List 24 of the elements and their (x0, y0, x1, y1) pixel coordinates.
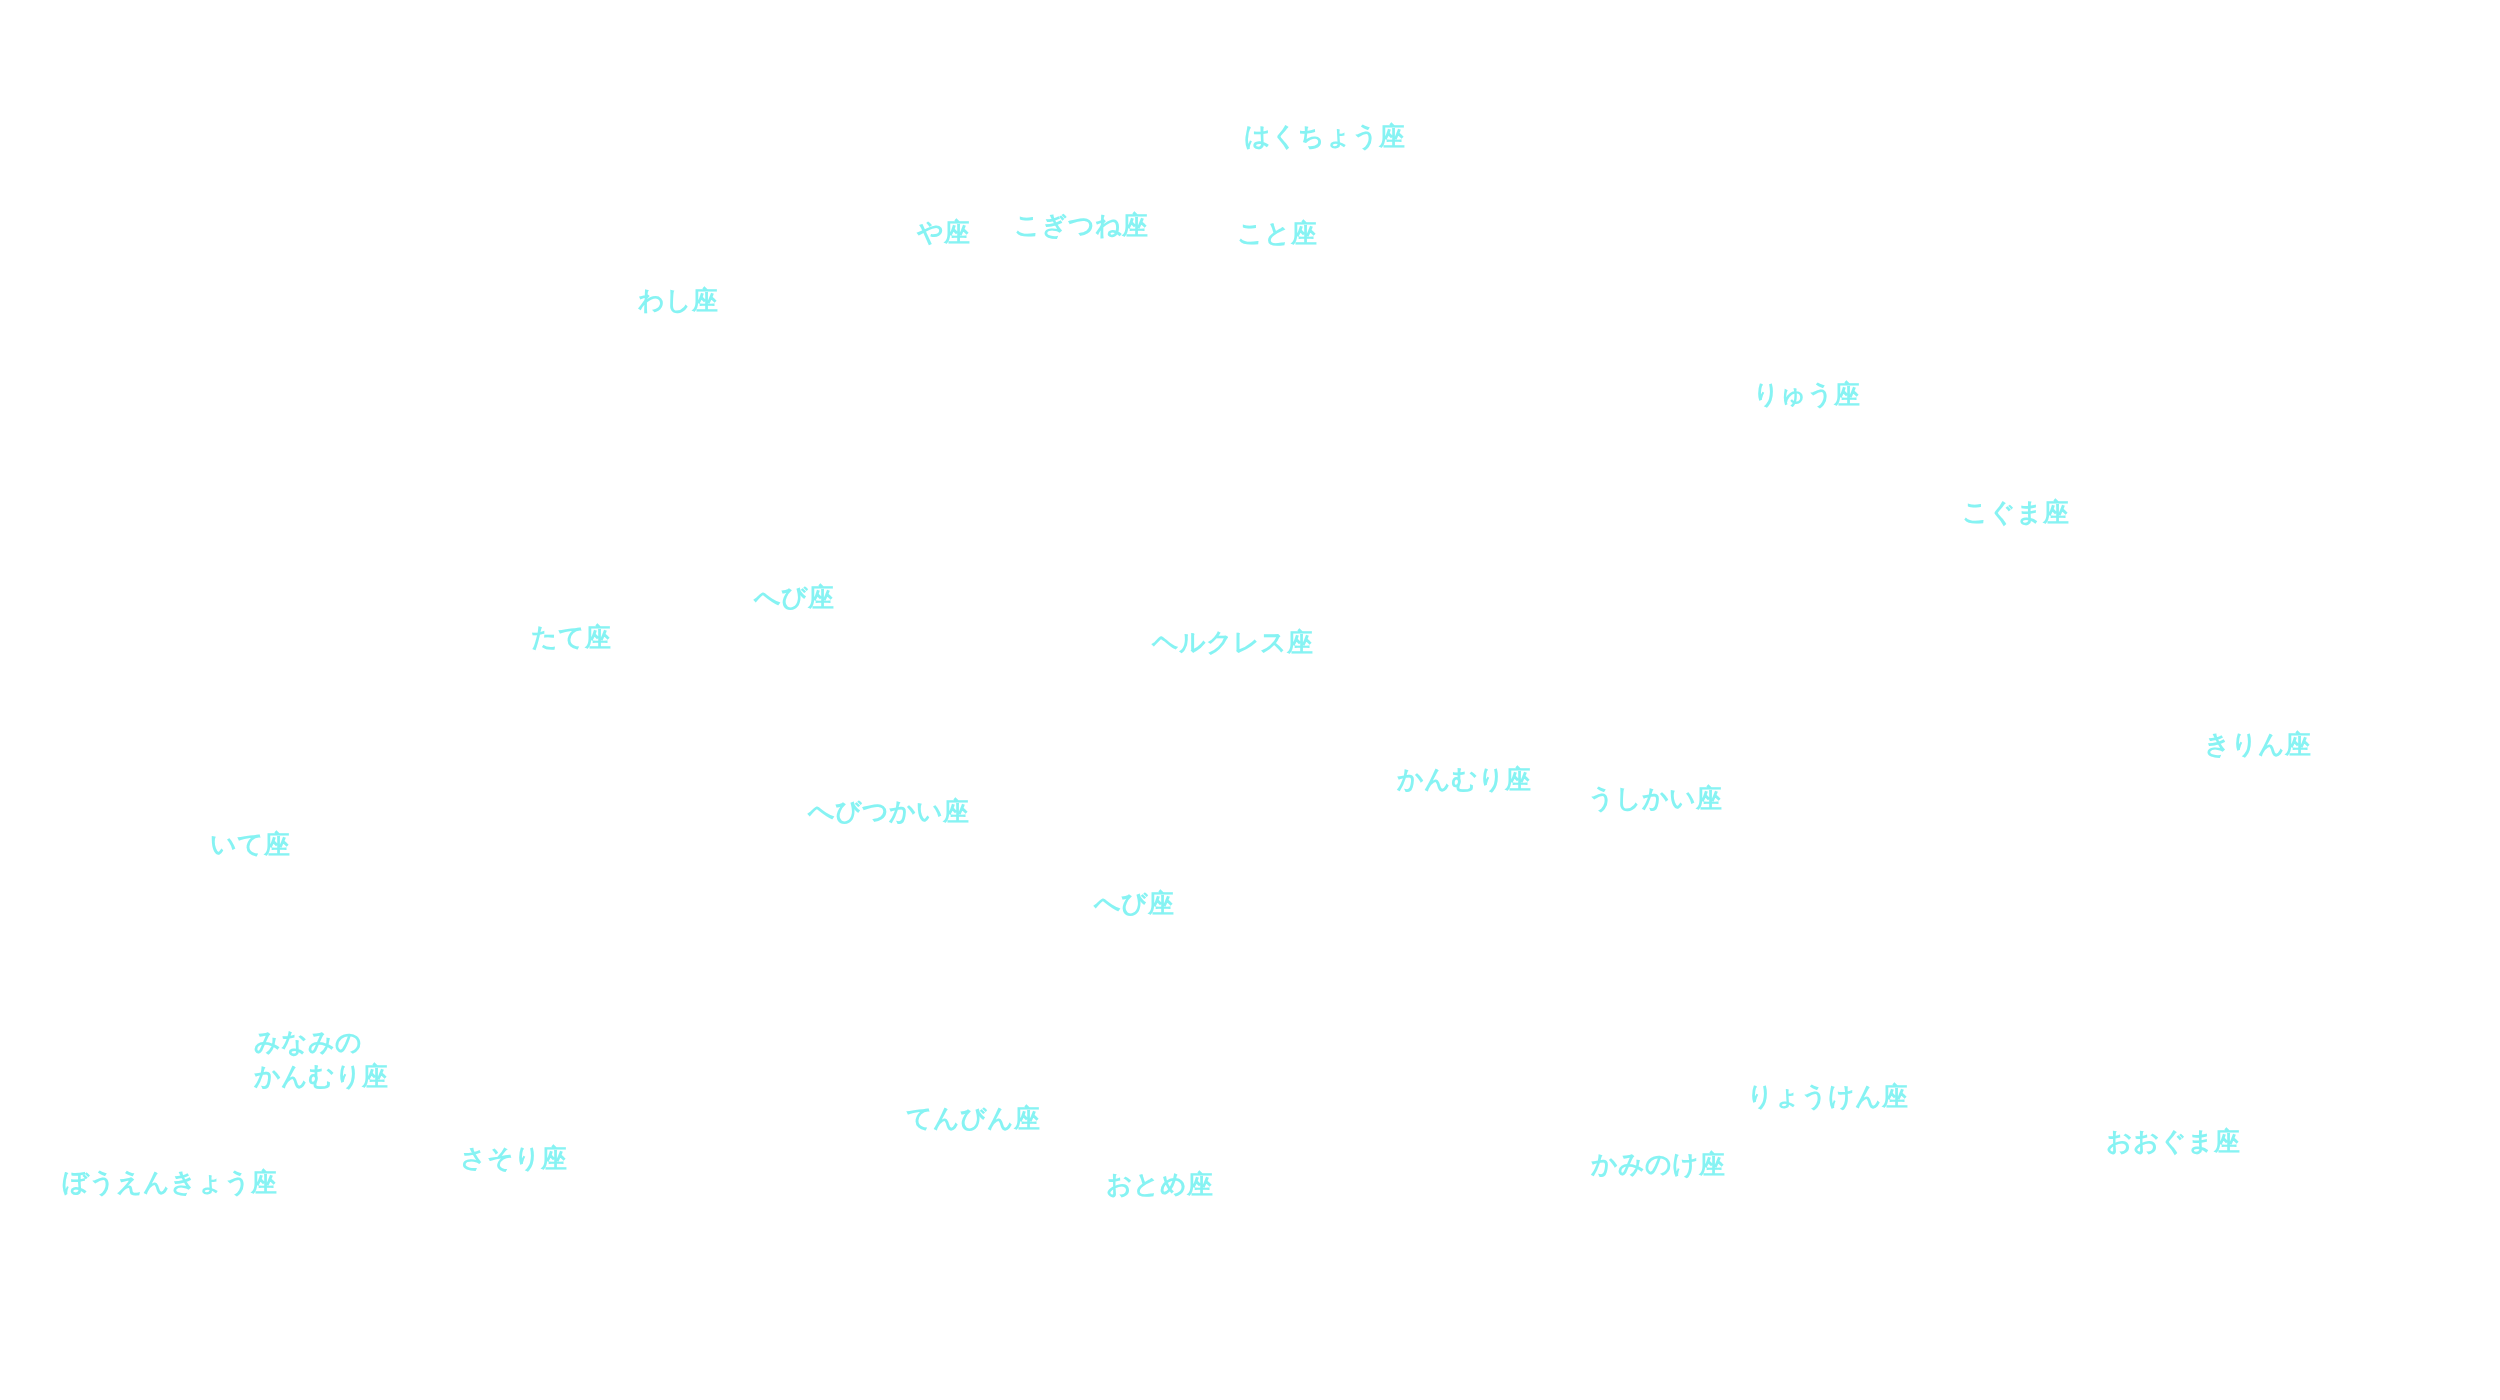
constellation-label: みなみのかんむり座 (253, 1026, 388, 1094)
constellation-label: おおぐま座 (2106, 1124, 2241, 1158)
constellation-label: いて座 (210, 828, 291, 862)
constellation-label: こと座 (1237, 217, 1318, 251)
constellation-label: かんむり座 (1396, 762, 1531, 796)
constellation-label: こぎつね座 (1014, 209, 1148, 243)
constellation-label: おとめ座 (1105, 1167, 1213, 1201)
constellation-label: きりん座 (2204, 727, 2312, 761)
constellation-label: わし座 (637, 284, 718, 318)
constellation-label: たて座 (530, 620, 611, 654)
constellation-label: さそり座 (459, 1142, 567, 1176)
constellation-label: へび座 (754, 581, 834, 614)
constellation-label: てんびん座 (905, 1102, 1040, 1136)
constellation-label: りゅう座 (1752, 378, 1860, 412)
constellation-label: ヘルクレス座 (1151, 625, 1313, 659)
constellation-label: りょうけん座 (1746, 1080, 1908, 1114)
constellation-label: こぐま座 (1961, 496, 2069, 530)
constellation-label: ぼうえんきょう座 (61, 1166, 277, 1200)
constellation-label: はくちょう座 (1244, 120, 1406, 154)
constellation-label: や座 (917, 215, 971, 249)
constellation-label: へび座 (1093, 887, 1174, 921)
constellation-label: かみのけ座 (1591, 1148, 1726, 1182)
constellation-label: うしかい座 (1587, 781, 1722, 815)
constellation-label: へびつかい座 (807, 794, 969, 828)
